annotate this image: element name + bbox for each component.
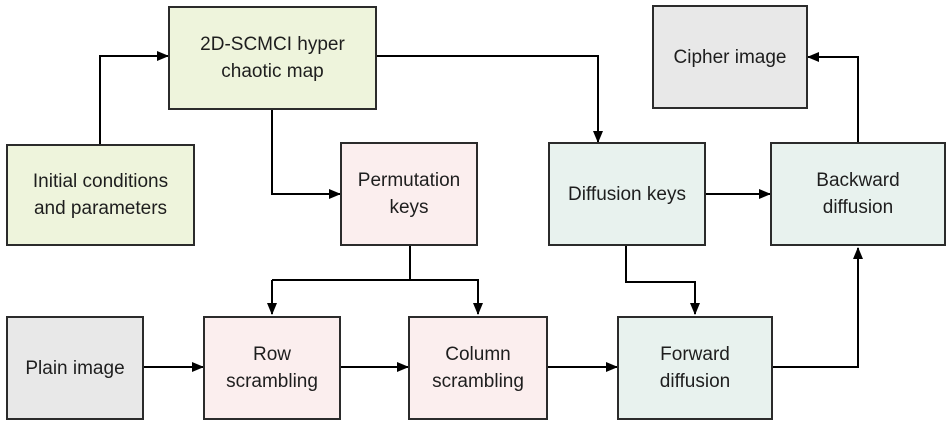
row-scrambling-label: Row scrambling [226, 344, 318, 392]
diffusion-keys-label: Diffusion keys [568, 183, 686, 205]
arrow-map-to-permutation [271, 110, 341, 199]
initial-conditions-label: Initial conditions and parameters [32, 171, 169, 219]
cipher-image-box: Cipher image [652, 5, 808, 109]
backward-diffusion-box: Backward diffusion [770, 142, 946, 246]
arrow-permutation-to-column [410, 279, 483, 315]
forward-diffusion-label: Forward diffusion [659, 344, 731, 392]
arrow-forward-to-backward [773, 247, 863, 368]
forward-diffusion-box: Forward diffusion [617, 316, 773, 420]
column-scrambling-label: Column scrambling [432, 344, 524, 392]
arrow-diffusion-to-forward [625, 246, 700, 315]
cipher-image-label: Cipher image [673, 46, 787, 68]
diffusion-keys-box: Diffusion keys [548, 142, 706, 246]
arrow-permutation-split [272, 246, 411, 281]
plain-image-box: Plain image [6, 316, 144, 420]
arrow-initial-to-map [99, 51, 169, 144]
chaotic-map-box: 2D-SCMCI hyper chaotic map [168, 6, 377, 110]
row-scrambling-box: Row scrambling [203, 316, 341, 420]
initial-conditions-box: Initial conditions and parameters [6, 144, 195, 246]
arrow-map-to-diffusion [377, 55, 603, 143]
backward-diffusion-label: Backward diffusion [816, 170, 900, 218]
permutation-keys-box: Permutation keys [340, 142, 478, 246]
chaotic-map-label: 2D-SCMCI hyper chaotic map [200, 34, 345, 82]
plain-image-label: Plain image [25, 357, 125, 379]
permutation-keys-label: Permutation keys [357, 170, 461, 218]
arrow-backward-to-cipher [807, 52, 859, 142]
column-scrambling-box: Column scrambling [408, 316, 548, 420]
